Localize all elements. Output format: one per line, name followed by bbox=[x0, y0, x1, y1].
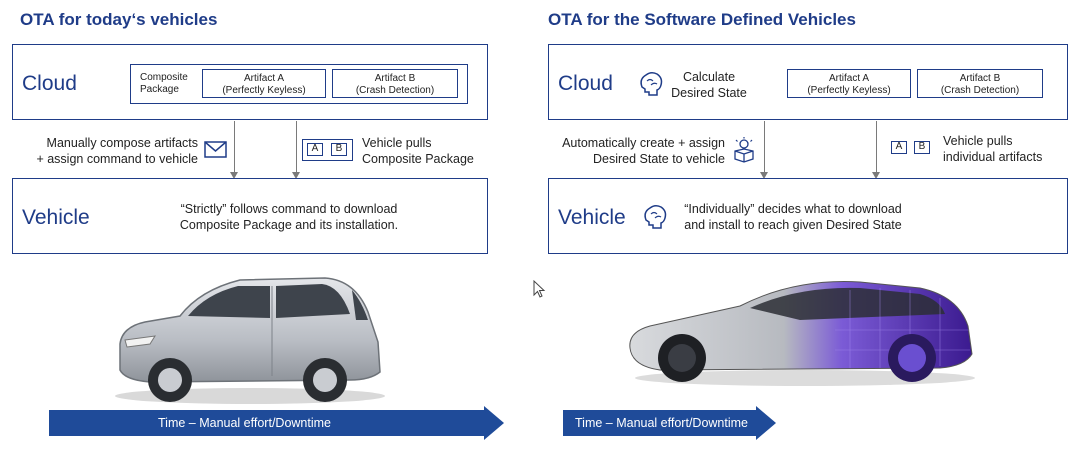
left-artifact-b: Artifact B (Crash Detection) bbox=[332, 69, 458, 98]
right-mini-a: A bbox=[891, 141, 907, 154]
hatchback-car-image bbox=[115, 277, 385, 404]
left-manual-text: Manually compose artifacts + assign comm… bbox=[36, 136, 198, 166]
right-cloud-box: Cloud Calculate Desired State Artifact A… bbox=[548, 44, 1068, 120]
brain-icon bbox=[640, 71, 663, 96]
left-connector-line-2 bbox=[296, 121, 297, 173]
left-cloud-box: Cloud Composite Package Artifact A (Perf… bbox=[12, 44, 488, 120]
left-arrowhead-1 bbox=[230, 172, 238, 179]
envelope-icon bbox=[204, 141, 227, 158]
left-time-label: Time – Manual effort/Downtime bbox=[158, 416, 331, 430]
right-title: OTA for the Software Defined Vehicles bbox=[548, 10, 856, 29]
right-connector-line-1 bbox=[764, 121, 765, 173]
left-composite-package: Composite Package Artifact A (Perfectly … bbox=[130, 64, 468, 104]
right-cloud-label: Cloud bbox=[558, 72, 613, 95]
left-time-bar bbox=[49, 410, 485, 436]
right-mini-b: B bbox=[914, 141, 930, 154]
left-cloud-label: Cloud bbox=[22, 72, 77, 95]
right-time-bar bbox=[563, 410, 757, 436]
right-vehicle-box: Vehicle “Individually” decides what to d… bbox=[548, 178, 1068, 254]
cursor-icon bbox=[533, 279, 546, 298]
package-idea-icon bbox=[734, 137, 754, 163]
right-artifact-a: Artifact A (Perfectly Keyless) bbox=[787, 69, 911, 98]
concept-car-image bbox=[629, 281, 975, 386]
left-arrowhead-2 bbox=[292, 172, 300, 179]
left-mini-package bbox=[302, 139, 353, 161]
left-vehicle-box: Vehicle “Strictly” follows command to do… bbox=[12, 178, 488, 254]
left-mini-a: A bbox=[307, 143, 323, 156]
right-arrowhead-1 bbox=[760, 172, 768, 179]
right-artifact-b: Artifact B (Crash Detection) bbox=[917, 69, 1043, 98]
left-vehicle-text: “Strictly” follows command to download C… bbox=[179, 202, 399, 232]
right-time-label: Time – Manual effort/Downtime bbox=[575, 416, 748, 430]
left-time-arrowhead bbox=[484, 406, 504, 440]
right-time-arrowhead bbox=[756, 406, 776, 440]
left-vehicle-label: Vehicle bbox=[22, 206, 90, 229]
brain-icon bbox=[644, 204, 667, 229]
right-vehicle-text: “Individually” decides what to download … bbox=[684, 202, 902, 232]
right-vehicle-label: Vehicle bbox=[558, 206, 626, 229]
right-connector-line-2 bbox=[876, 121, 877, 173]
right-auto-text: Automatically create + assign Desired St… bbox=[562, 136, 725, 166]
left-mini-b: B bbox=[331, 143, 347, 156]
left-connector-line-1 bbox=[234, 121, 235, 173]
right-calc-text: Calculate Desired State bbox=[671, 70, 747, 100]
right-pull-text: Vehicle pulls individual artifacts bbox=[943, 134, 1043, 164]
left-title: OTA for today‘s vehicles bbox=[20, 10, 218, 29]
left-artifact-a: Artifact A (Perfectly Keyless) bbox=[202, 69, 326, 98]
right-arrowhead-2 bbox=[872, 172, 880, 179]
composite-package-label: Composite Package bbox=[140, 72, 188, 95]
left-pull-text: Vehicle pulls Composite Package bbox=[362, 136, 474, 166]
